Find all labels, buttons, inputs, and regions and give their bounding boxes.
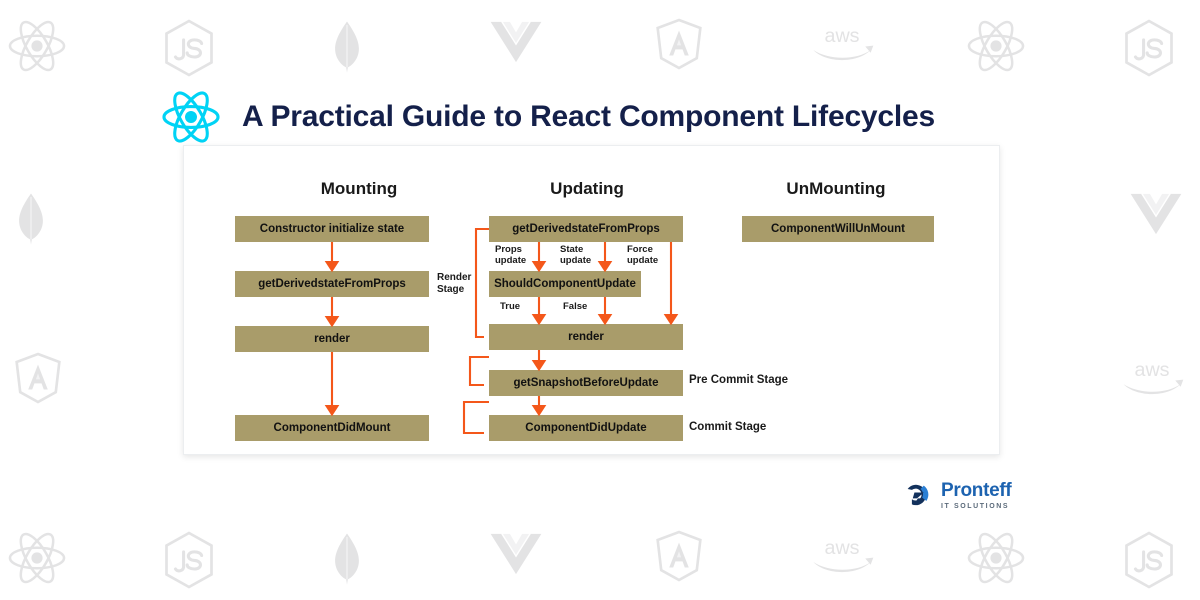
column-title-updating: Updating (550, 179, 624, 198)
brand-logo: Pronteff IT SOLUTIONS (900, 472, 1030, 518)
column-title-mounting: Mounting (320, 179, 398, 198)
brand-tagline: IT SOLUTIONS (941, 502, 1010, 510)
node-constructor-initialize-state[interactable]: Constructor initialize state (235, 216, 429, 242)
node-updating-render[interactable]: render (489, 324, 683, 350)
vue-icon (1128, 190, 1184, 238)
node-mounting-getderivedstatefromprops[interactable]: getDerivedstateFromProps (235, 271, 429, 297)
nodejs-js-icon (1122, 530, 1176, 590)
nodejs-js-icon (1122, 18, 1176, 78)
pronteff-logo-icon (900, 478, 934, 512)
page-title: A Practical Guide to React Component Lif… (242, 100, 936, 133)
node-componentwillunmount[interactable]: ComponentWillUnMount (742, 216, 934, 242)
mongodb-leaf-icon (330, 18, 364, 76)
angular-icon (14, 352, 62, 404)
nodejs-js-icon (162, 18, 216, 78)
mongodb-leaf-icon (14, 190, 48, 248)
react-atom-icon (6, 18, 68, 74)
edge-label-force-update: Force update (627, 244, 659, 266)
react-atom-icon (965, 18, 1027, 74)
node-updating-getderivedstatefromprops[interactable]: getDerivedstateFromProps (489, 216, 683, 242)
node-mounting-render[interactable]: render (235, 326, 429, 352)
side-label-commit-stage: Commit Stage (689, 421, 767, 433)
node-getsnapshotbeforeupdate[interactable]: getSnapshotBeforeUpdate (489, 370, 683, 396)
react-atom-icon (965, 530, 1027, 586)
stage-label-render-stage: Render Stage (437, 272, 472, 295)
vue-icon (488, 530, 544, 578)
mongodb-leaf-icon (330, 530, 364, 588)
aws-icon: aws (1118, 356, 1186, 396)
node-componentdidmount[interactable]: ComponentDidMount (235, 415, 429, 441)
aws-icon: aws (808, 22, 876, 62)
edge-label-state-update: State update (560, 244, 592, 266)
vue-icon (488, 18, 544, 66)
node-shouldcomponentupdate[interactable]: ShouldComponentUpdate (489, 271, 641, 297)
edge-label-props-update: Props update (495, 244, 527, 266)
angular-icon (655, 18, 703, 70)
edge-label-false: False (563, 301, 588, 312)
svg-text:aws: aws (1135, 359, 1170, 381)
edge-label-true: True (500, 301, 521, 312)
nodejs-js-icon (162, 530, 216, 590)
diagram-card: Mounting Updating UnMounting Constructor… (183, 145, 1000, 455)
angular-icon (655, 530, 703, 582)
brand-name: Pronteff (941, 479, 1012, 501)
svg-text:aws: aws (825, 537, 860, 559)
react-atom-icon (160, 89, 222, 145)
header: A Practical Guide to React Component Lif… (160, 84, 1020, 150)
svg-text:aws: aws (825, 25, 860, 47)
lifecycle-diagram: Mounting Updating UnMounting Constructor… (184, 146, 999, 454)
column-title-unmounting: UnMounting (786, 179, 886, 198)
side-label-pre-commit-stage: Pre Commit Stage (689, 374, 789, 386)
node-componentdidupdate[interactable]: ComponentDidUpdate (489, 415, 683, 441)
aws-icon: aws (808, 534, 876, 574)
react-atom-icon (6, 530, 68, 586)
